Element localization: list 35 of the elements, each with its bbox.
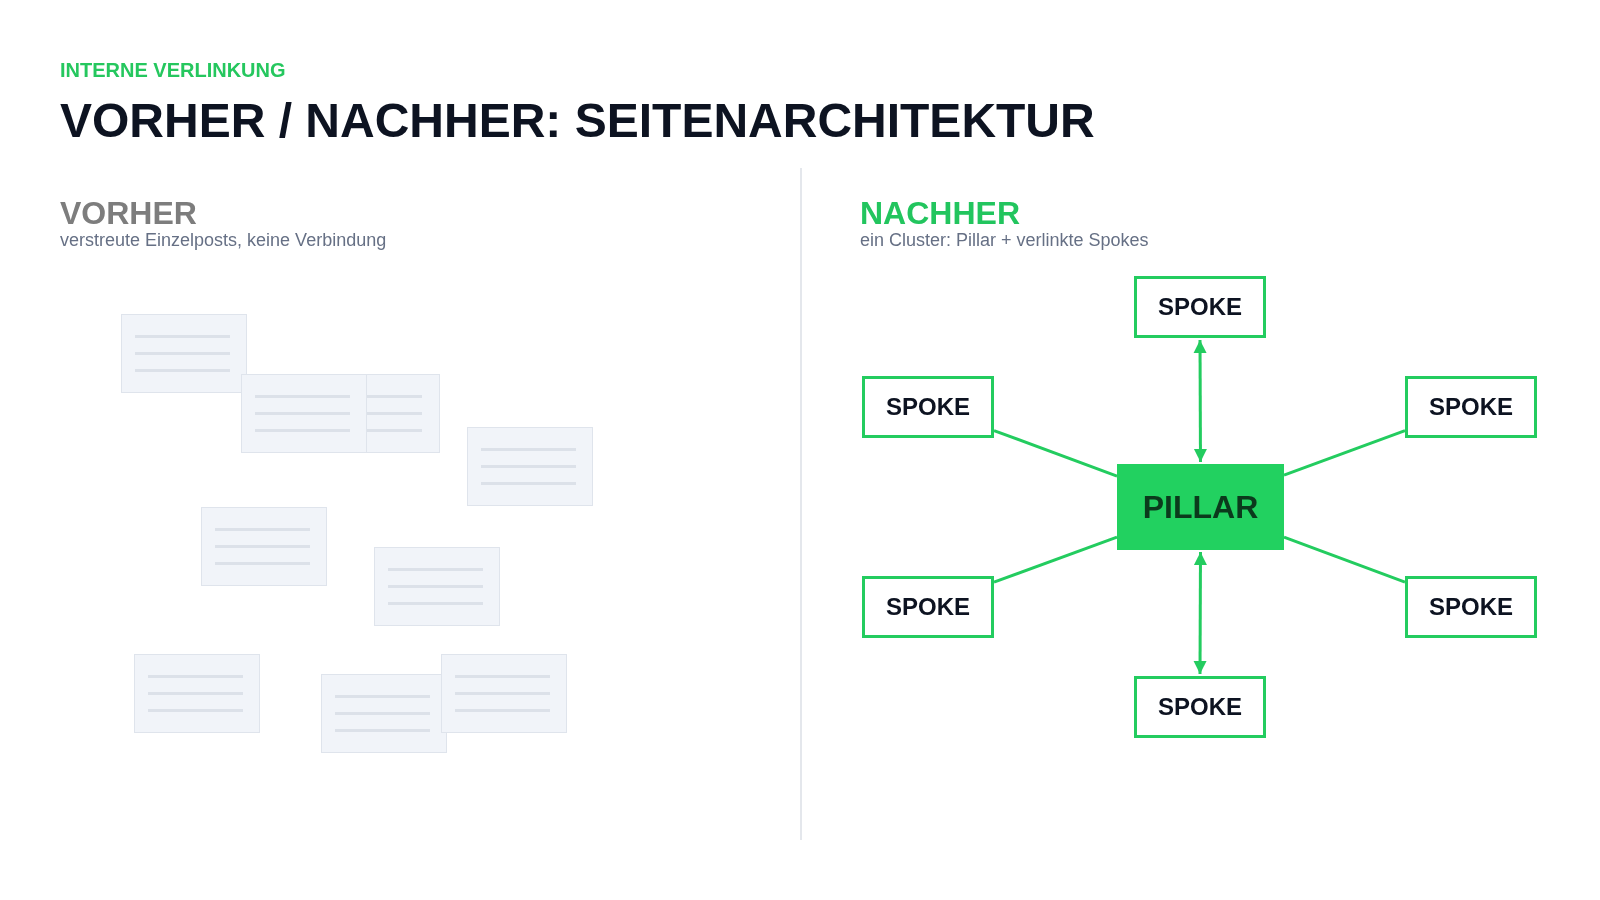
spoke-label: SPOKE <box>1429 595 1513 619</box>
column-heading: NACHHER <box>860 197 1020 229</box>
connector-line <box>993 535 1118 584</box>
document-card <box>134 654 260 733</box>
section-kicker: INTERNE VERLINKUNG <box>60 60 286 80</box>
spoke-box <box>862 376 994 438</box>
connector-line <box>993 429 1118 478</box>
document-card <box>467 427 593 506</box>
column-subtitle: ein Cluster: Pillar + verlinkte Spokes <box>860 231 1149 249</box>
pillar-label: PILLAR <box>1142 491 1259 523</box>
column-heading: VORHER <box>60 197 197 229</box>
document-card <box>121 314 247 393</box>
document-card <box>441 654 567 733</box>
spoke-label: SPOKE <box>886 595 970 619</box>
double-arrow <box>1193 340 1207 462</box>
connector-line <box>1283 535 1406 584</box>
document-card <box>241 374 367 453</box>
document-card <box>321 674 447 753</box>
spoke-box <box>1405 376 1537 438</box>
connector-line <box>1283 429 1406 477</box>
spoke-label: SPOKE <box>1158 295 1242 319</box>
double-arrow <box>1193 552 1207 674</box>
spoke-box <box>1134 676 1266 738</box>
spoke-box <box>862 576 994 638</box>
document-card <box>367 374 440 453</box>
column-subtitle: verstreute Einzelposts, keine Verbindung <box>60 231 387 249</box>
document-card <box>201 507 327 586</box>
spoke-label: SPOKE <box>1158 695 1242 719</box>
document-card <box>374 547 500 626</box>
pillar-box <box>1117 464 1284 550</box>
spoke-box <box>1134 276 1266 338</box>
spoke-box <box>1405 576 1537 638</box>
spoke-label: SPOKE <box>886 395 970 419</box>
page-title: VORHER / NACHHER: SEITENARCHITEKTUR <box>60 97 1095 145</box>
spoke-label: SPOKE <box>1429 395 1513 419</box>
